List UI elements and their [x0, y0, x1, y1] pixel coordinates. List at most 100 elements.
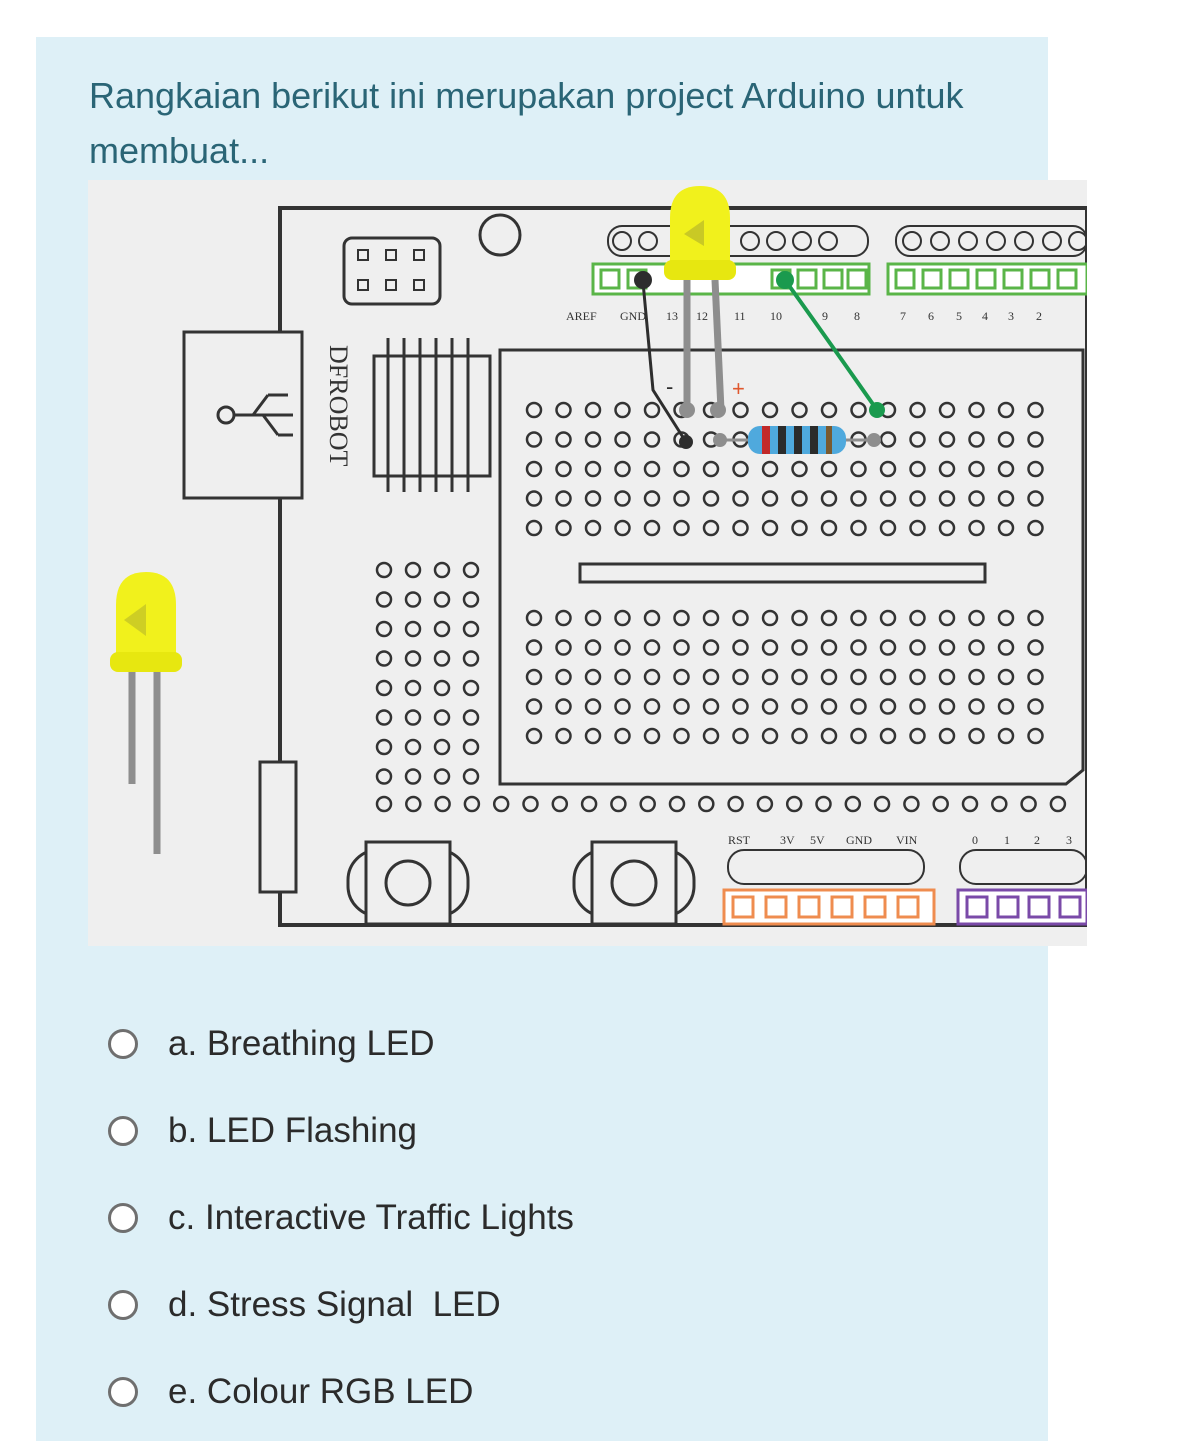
- option-c[interactable]: c. Interactive Traffic Lights: [108, 1174, 574, 1261]
- option-a[interactable]: a. Breathing LED: [108, 1000, 574, 1087]
- option-c-label[interactable]: c. Interactive Traffic Lights: [168, 1197, 574, 1237]
- breadboard-hole: [732, 401, 749, 419]
- option-b-label[interactable]: b. LED Flashing: [168, 1110, 418, 1150]
- breadboard-hole: [850, 401, 867, 419]
- breadboard-hole: [643, 519, 661, 537]
- question-text: Rangkaian berikut ini merupakan project …: [89, 75, 964, 171]
- pin-label-2: 2: [1036, 309, 1042, 323]
- breadboard-hole: [909, 609, 926, 627]
- breadboard-hole: [404, 650, 422, 667]
- polarity-minus: -: [666, 374, 673, 399]
- breadboard-hole: [938, 490, 956, 507]
- breadboard-hole: [555, 401, 572, 419]
- breadboard-hole: [614, 460, 631, 478]
- option-d-label[interactable]: d. Stress Signal LED: [168, 1284, 501, 1324]
- breadboard-hole: [614, 519, 631, 537]
- breadboard-hole: [404, 679, 422, 697]
- breadboard-hole: [997, 460, 1015, 478]
- radio-button-b[interactable]: [108, 1115, 138, 1146]
- breadboard-hole: [791, 519, 808, 537]
- breadboard-holes-top: [525, 401, 1044, 537]
- breadboard-hole: [584, 609, 602, 627]
- breadboard-hole: [434, 795, 451, 813]
- breadboard-hole: [938, 727, 956, 745]
- breadboard-hole: [968, 431, 985, 448]
- breadboard-hole: [732, 698, 749, 715]
- breadboard-hole: [525, 639, 543, 656]
- circuit-diagram: DFROBOT: [110, 186, 1087, 927]
- breadboard-hole: [850, 460, 867, 478]
- breadboard-hole: [820, 609, 838, 627]
- breadboard-hole: [375, 561, 393, 579]
- breadboard-hole: [404, 561, 422, 579]
- breadboard-hole: [873, 795, 891, 813]
- breadboard-hole: [702, 727, 720, 745]
- pin-label-6: 6: [928, 309, 934, 323]
- breadboard-hole: [1027, 460, 1044, 478]
- board-outline: [278, 206, 1087, 927]
- breadboard-hole: [375, 709, 393, 726]
- pin-label-4: 4: [982, 309, 988, 323]
- breadboard-hole: [702, 668, 720, 686]
- breadboard-hole: [525, 490, 543, 507]
- breadboard-hole: [820, 460, 838, 478]
- breadboard-hole: [938, 519, 956, 537]
- breadboard-hole: [879, 609, 897, 627]
- breadboard-hole: [820, 698, 838, 715]
- pin-label-5v: 5V: [810, 833, 825, 847]
- radio-button-e[interactable]: [108, 1376, 138, 1407]
- breadboard-hole: [968, 401, 985, 419]
- breadboard-hole: [584, 431, 602, 448]
- option-b[interactable]: b. LED Flashing: [108, 1087, 574, 1174]
- breadboard-hole: [433, 561, 451, 579]
- breadboard-hole: [850, 609, 867, 627]
- pin-label-10: 10: [770, 309, 782, 323]
- breadboard-hole: [584, 519, 602, 537]
- breadboard-hole: [551, 795, 569, 813]
- option-e-label[interactable]: e. Colour RGB LED: [168, 1371, 474, 1411]
- breadboard-hole: [643, 639, 661, 656]
- breadboard-hole: [584, 490, 602, 507]
- breadboard-hole: [820, 727, 838, 745]
- radio-button-a[interactable]: [108, 1028, 138, 1059]
- breadboard-hole: [584, 401, 602, 419]
- breadboard-hole: [997, 609, 1015, 627]
- breadboard-hole: [909, 431, 926, 448]
- breadboard-hole: [879, 460, 897, 478]
- radio-button-d[interactable]: [108, 1289, 138, 1320]
- breadboard-hole: [610, 795, 627, 813]
- breadboard-hole: [463, 795, 481, 813]
- breadboard-hole: [909, 490, 926, 507]
- breadboard-hole: [375, 650, 393, 667]
- breadboard-hole: [462, 768, 480, 785]
- breadboard-hole: [702, 639, 720, 656]
- breadboard-hole: [909, 519, 926, 537]
- option-a-label[interactable]: a. Breathing LED: [168, 1023, 435, 1063]
- pin-label-a0: 0: [972, 833, 978, 847]
- breadboard-hole: [1027, 609, 1044, 627]
- breadboard-hole: [879, 519, 897, 537]
- breadboard-hole: [433, 738, 451, 756]
- breadboard-hole: [732, 460, 749, 478]
- breadboard-hole: [525, 431, 543, 448]
- breadboard-hole: [525, 727, 543, 745]
- breadboard-hole: [791, 698, 808, 715]
- breadboard-hole: [997, 401, 1015, 419]
- breadboard-hole: [375, 620, 393, 638]
- breadboard-hole: [375, 768, 393, 785]
- pin-label-a3: 3: [1066, 833, 1072, 847]
- pin-label-rst: RST: [728, 833, 751, 847]
- breadboard-hole: [525, 460, 543, 478]
- radio-button-c[interactable]: [108, 1202, 138, 1233]
- pin-label-8: 8: [854, 309, 860, 323]
- breadboard-hole: [879, 431, 897, 448]
- breadboard-hole: [732, 639, 749, 656]
- breadboard-hole: [1027, 639, 1044, 656]
- option-e[interactable]: e. Colour RGB LED: [108, 1348, 574, 1435]
- breadboard-hole: [997, 727, 1015, 745]
- breadboard-hole: [584, 698, 602, 715]
- breadboard-hole: [525, 668, 543, 686]
- breadboard-hole: [555, 727, 572, 745]
- option-d[interactable]: d. Stress Signal LED: [108, 1261, 574, 1348]
- breadboard-hole: [433, 591, 451, 608]
